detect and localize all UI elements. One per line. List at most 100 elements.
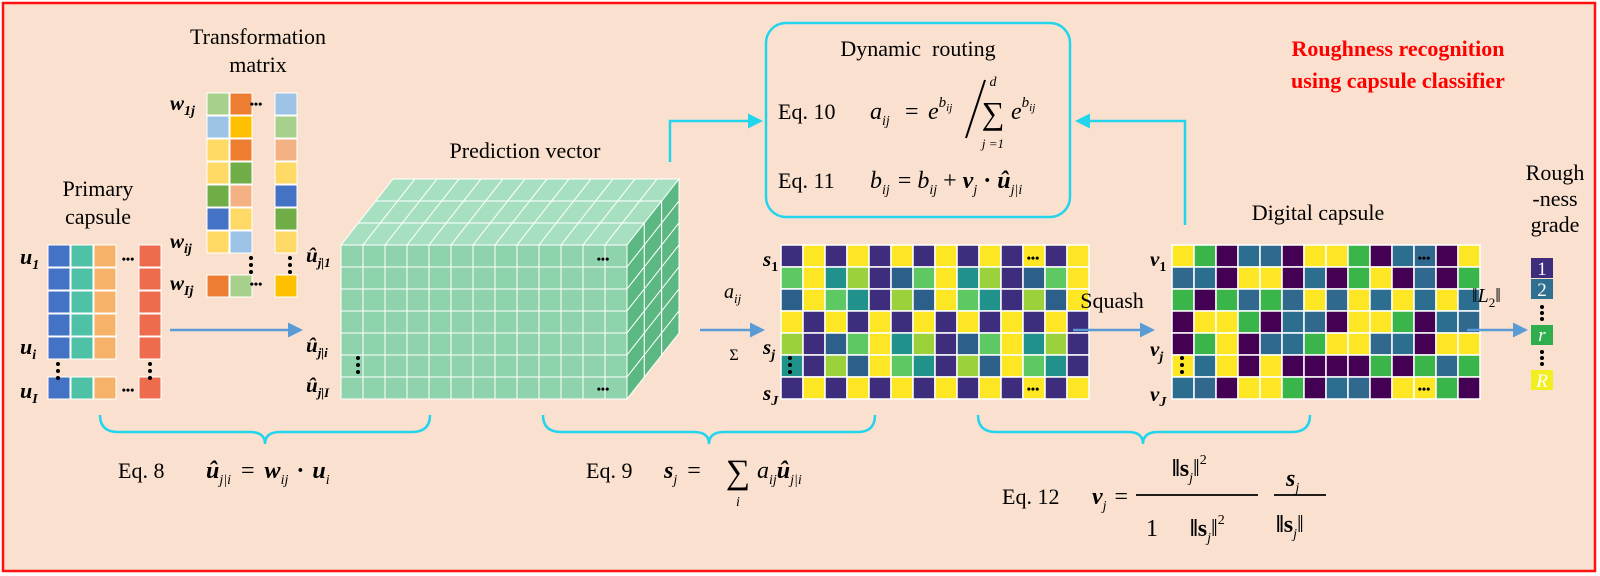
cube-front-cell [604, 310, 628, 334]
s-cell [934, 332, 958, 356]
v-J-label: vJ [1150, 382, 1167, 410]
s-cell [890, 310, 914, 334]
v-cell [1325, 332, 1349, 356]
cube-front-cell [406, 376, 430, 400]
cube-front-cell [450, 288, 474, 312]
cube-front-cell [494, 310, 518, 334]
cube-front-cell [582, 310, 606, 334]
v-cell [1457, 354, 1481, 378]
grade-label-3: grade [1531, 212, 1580, 237]
eq9-sum-sub: i [736, 495, 740, 510]
cube-front-cell [538, 376, 562, 400]
s-cell [780, 310, 804, 334]
s-cell [1000, 266, 1024, 290]
s-cell [802, 288, 826, 312]
v-cell [1215, 288, 1239, 312]
v-cell [1325, 310, 1349, 334]
cube-front-cell [362, 244, 386, 268]
s-cell [802, 266, 826, 290]
w-cell [274, 115, 298, 139]
w-cell [229, 230, 253, 254]
v-cell [1193, 376, 1217, 400]
v-cell [1457, 244, 1481, 268]
eq11-expression: bij=bij+vj·ûj|i [870, 168, 1022, 198]
v-cell [1281, 266, 1305, 290]
v-cell [1435, 376, 1459, 400]
arrow-digital-to-routing [1075, 113, 1187, 225]
w-cell [274, 274, 298, 298]
s-cell [1044, 266, 1068, 290]
s-cell [978, 310, 1002, 334]
cube-front-cell [538, 266, 562, 290]
v-cell [1237, 376, 1261, 400]
cube-front-cell [494, 288, 518, 312]
s-cell [846, 266, 870, 290]
cube-front-cell [450, 332, 474, 356]
cube-front-cell [362, 288, 386, 312]
v-vertical-dot [1180, 356, 1184, 360]
cube-vertical-dots [356, 356, 360, 374]
cube-front-cell [362, 354, 386, 378]
v-j-label: vj [1150, 337, 1163, 365]
u-cell [93, 267, 117, 291]
cube-front-cell [538, 332, 562, 356]
s-cell [934, 266, 958, 290]
eq12-denominator-one: 1 [1146, 516, 1158, 542]
transformation-matrix-grid [206, 92, 298, 298]
w-Ij-label: wIj [170, 271, 193, 299]
cube-front-cell [582, 288, 606, 312]
cube-front-cell [450, 310, 474, 334]
w-vertical-dots [249, 256, 292, 274]
cube-front-cell [384, 266, 408, 290]
cube-front-cell [494, 354, 518, 378]
v-cell [1215, 332, 1239, 356]
aij-label: aij [724, 281, 742, 306]
v-cell [1457, 332, 1481, 356]
s-cell [890, 376, 914, 400]
v-cell [1391, 332, 1415, 356]
v-cell [1347, 376, 1371, 400]
s-cell [1000, 310, 1024, 334]
cube-front-cell [560, 376, 584, 400]
s-cell [1066, 354, 1090, 378]
v-cell [1457, 376, 1481, 400]
cube-front-cell [560, 310, 584, 334]
s-cell [824, 266, 848, 290]
cube-front-cell [450, 354, 474, 378]
s-cell [1044, 288, 1068, 312]
v-cell [1215, 354, 1239, 378]
w-cell [274, 230, 298, 254]
cube-front-cell [560, 332, 584, 356]
cube-front-cell [516, 354, 540, 378]
s-cell [978, 288, 1002, 312]
eq9-label: Eq. 9 [586, 458, 632, 483]
s-cell [978, 354, 1002, 378]
s-cell [846, 332, 870, 356]
v-cell [1347, 244, 1371, 268]
v-cell [1413, 310, 1437, 334]
arrow-prediction-to-routing [668, 113, 763, 162]
u-ji-label: ûj|i [306, 333, 328, 360]
s-cell [1044, 332, 1068, 356]
w-cell [274, 92, 298, 116]
s-cell [890, 244, 914, 268]
cube-front-cell [428, 288, 452, 312]
w-cell [206, 138, 230, 162]
grade-cell-r-text: r [1538, 325, 1546, 346]
cube-front-cell [428, 376, 452, 400]
transformation-matrix-label-1: Transformation [190, 24, 326, 49]
cube-front-cell [406, 354, 430, 378]
cube-front-cell [384, 332, 408, 356]
cube-front-cell [340, 376, 364, 400]
v-cell [1237, 310, 1261, 334]
u-cell [93, 376, 117, 400]
cube-front-cell [406, 244, 430, 268]
v-cell [1435, 354, 1459, 378]
w-cell [229, 184, 253, 208]
v-cell [1369, 288, 1393, 312]
cube-front-cell [406, 266, 430, 290]
title-line-2: using capsule classifier [1291, 68, 1505, 93]
eq9-rhs: aijûj|i [757, 458, 802, 488]
v-cell [1281, 288, 1305, 312]
w-cell [229, 92, 253, 116]
